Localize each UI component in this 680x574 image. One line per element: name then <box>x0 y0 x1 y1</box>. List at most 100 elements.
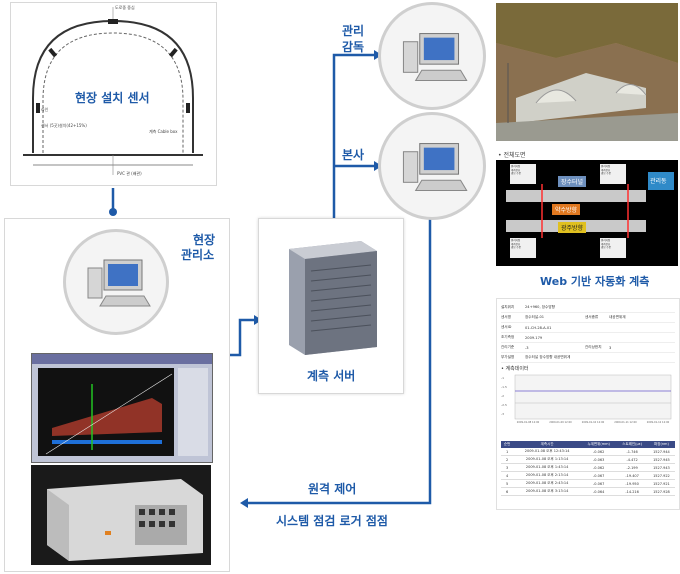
top-note: 도로중 중심 <box>115 5 135 10</box>
report-info-cell: 24+960, 장수방향 <box>525 305 555 309</box>
tunnel-cross-section <box>23 7 203 175</box>
computer-icon <box>87 259 151 307</box>
table-cell: 6 <box>501 487 514 496</box>
management-building-label: 관리동 <box>650 178 667 185</box>
table-cell: -19.950 <box>616 479 648 488</box>
chart-x-ticks: 2009-01-08 12:00 2009-01-09 12:00 2009-01-… <box>515 421 671 424</box>
tunnel-photo-drawing <box>496 3 678 141</box>
left-note: 라인 <box>41 107 49 112</box>
sensor-box-1: 센서지점 계측번호 경보 수준 <box>511 165 521 175</box>
hq-computer-circle <box>378 112 486 220</box>
tunnel-site-photo <box>496 3 678 141</box>
site-sensor-label: 현장 설치 센서 <box>75 91 150 105</box>
table-cell: 2009-01-08 오후 12:43:14 <box>513 448 581 456</box>
site-sensor-panel: 도로중 중심 라인 센서 (5곳)설치(42+15%) 계측 Cable box… <box>10 2 217 186</box>
table-cell: 2009-01-08 오후 2:13:14 <box>513 471 581 480</box>
x-tick-label: 2009-01-10 12:00 <box>581 421 605 424</box>
computer-icon <box>402 33 468 81</box>
table-cell: -2.199 <box>616 463 648 472</box>
tunnel-bottom-badge: 광주방향 <box>558 222 587 233</box>
supervision-label-line1: 관리 <box>342 24 365 38</box>
sensor-box-2: 센서지점 계측번호 경보 수준 <box>601 165 611 175</box>
table-cell: 2009-01-08 오후 1:43:14 <box>513 463 581 472</box>
table-cell: 1527.944 <box>647 448 675 456</box>
table-header-cell: 누계변위(mm) <box>580 441 617 448</box>
report-info-cell: -3 <box>525 345 529 350</box>
table-cell: 1527.921 <box>647 479 675 488</box>
web-automation-caption: Web 기반 자동화 계측 <box>540 275 650 288</box>
table-cell: 1527.928 <box>647 487 675 496</box>
logger-device-photo <box>31 465 211 565</box>
overview-title: • 전체도면 <box>498 152 526 159</box>
sensor-box-3: 센서지점 계측번호 경보 수준 <box>511 239 521 249</box>
table-cell: 2 <box>501 455 514 464</box>
table-cell: 3 <box>501 463 514 472</box>
x-tick-label: 2009-01-11 12:00 <box>614 421 637 424</box>
table-cell: -4.472 <box>616 455 648 464</box>
report-info-row: 부가설명 장수터널 장수방향 내공변위계 <box>501 353 675 363</box>
table-cell: -0.064 <box>580 487 617 496</box>
hq-label: 본사 <box>342 148 365 162</box>
y-tick-label: -1 <box>501 376 504 380</box>
report-info-cell: 3 <box>609 345 612 350</box>
logger-screen <box>31 353 213 463</box>
report-chart <box>514 374 672 420</box>
supervision-label-line2: 감독 <box>342 40 365 54</box>
table-header-cell: 계측시간 <box>513 441 581 448</box>
bottom-note: PVC 관 (배관) <box>117 171 142 176</box>
sensor-note: 센서 (5곳)설치(42+15%) <box>41 123 87 128</box>
report-info-cell: 2009.179 <box>525 335 543 340</box>
table-cell: -0.062 <box>580 448 617 456</box>
table-cell: 2009-01-08 오후 2:43:14 <box>513 479 581 488</box>
report-info-cell: 센서종류 <box>585 315 599 319</box>
table-cell: 1527.943 <box>647 463 675 472</box>
table-cell: -0.063 <box>580 455 617 464</box>
table-cell: 4 <box>501 471 514 480</box>
report-info-cell: 01-CH-28-A-01 <box>525 325 552 330</box>
computer-icon <box>402 143 468 191</box>
table-cell: -0.067 <box>580 479 617 488</box>
report-info-row: 센서ID 01-CH-28-A-01 <box>501 323 675 333</box>
table-cell: 2009-01-08 오후 3:13:14 <box>513 487 581 496</box>
table-cell: -1.746 <box>616 448 648 456</box>
office-computer-circle <box>63 229 169 335</box>
supervision-computer-circle <box>378 2 486 110</box>
x-tick-label: 2009-01-08 12:00 <box>516 421 540 424</box>
site-office-label-line2: 관리소 <box>181 248 215 262</box>
report-info-cell: 관리기준 <box>501 345 515 349</box>
report-info-cell: 장수터널 장수방향 내공변위계 <box>525 355 571 359</box>
y-tick-label: -3 <box>501 412 504 416</box>
table-cell: 5 <box>501 479 514 488</box>
remote-control-label: 원격 제어 <box>308 482 357 496</box>
x-tick-label: 2009-01-12 12:00 <box>646 421 670 424</box>
report-info-cell: 장수터널-01 <box>525 315 545 319</box>
server-icon <box>289 241 377 355</box>
report-info-cell: 부가설명 <box>501 355 515 359</box>
tunnel-mid-badge: 약수방향 <box>552 204 581 215</box>
y-tick-label: -2.5 <box>501 403 507 407</box>
report-section-title: • 계측데이터 <box>501 366 529 372</box>
report-info-cell: 센서명 <box>501 315 511 319</box>
x-tick-label: 2009-01-09 12:00 <box>549 421 572 424</box>
report-info-cell: 센서ID <box>501 325 512 329</box>
table-cell: 1527.945 <box>647 455 675 464</box>
table-cell: -19.407 <box>616 471 648 480</box>
table-cell: 2009-01-08 오후 1:13:14 <box>513 455 581 464</box>
table-cell: 1 <box>501 448 514 456</box>
report-info-cell: 초기측정 <box>501 335 515 339</box>
server-label: 계측 서버 <box>307 369 356 383</box>
server-panel: 계측 서버 <box>258 218 404 394</box>
report-info-cell: 설치위치 <box>501 305 515 309</box>
y-tick-label: -2 <box>501 394 504 398</box>
chart-y-ticks: -1 -1.5 -2 -2.5 -3 <box>501 374 507 419</box>
y-tick-label: -1.5 <box>501 385 507 389</box>
report-info-cell: 관리상한치 <box>585 345 602 349</box>
table-cell: -0.062 <box>580 463 617 472</box>
